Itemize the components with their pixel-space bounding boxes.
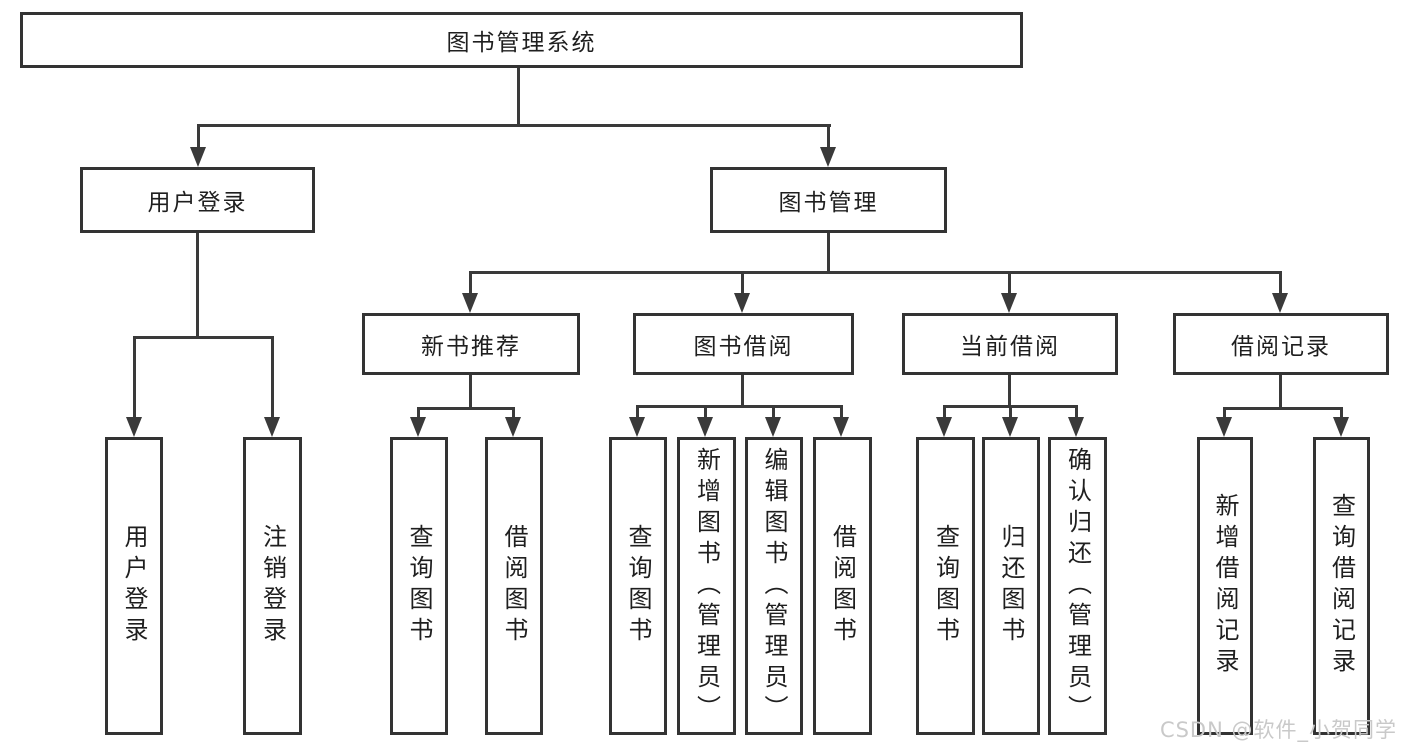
connector-line — [512, 407, 515, 422]
connector-line — [827, 124, 830, 152]
arrowhead-down-icon — [629, 417, 645, 437]
node-book-borrowing: 图书借阅 — [633, 313, 854, 375]
node-borrow-records: 借阅记录 — [1173, 313, 1389, 375]
connector-line — [741, 375, 744, 408]
arrowhead-down-icon — [190, 147, 206, 167]
leaf-query-borrow-record: 查询借阅记录 — [1313, 437, 1370, 735]
leaf-logout: 注销登录 — [243, 437, 302, 735]
csdn-watermark: CSDN @软件_小贺同学 — [1159, 718, 1397, 742]
connector-line — [133, 336, 136, 422]
connector-line — [1075, 405, 1078, 422]
arrowhead-down-icon — [1002, 417, 1018, 437]
node-book-management: 图书管理 — [710, 167, 947, 233]
leaf-return-book: 归还图书 — [982, 437, 1040, 735]
connector-line — [840, 405, 843, 422]
leaf-borrow-books-borrowing: 借阅图书 — [813, 437, 872, 735]
connector-line — [197, 124, 200, 152]
connector-line — [636, 405, 639, 422]
connector-line — [741, 271, 744, 298]
connector-line — [196, 233, 199, 339]
connector-line — [943, 405, 946, 422]
connector-line — [1340, 407, 1343, 422]
node-user-login: 用户登录 — [80, 167, 315, 233]
connector-line — [1279, 375, 1282, 410]
leaf-confirm-return-admin: 确认归还（管理员） — [1048, 437, 1107, 735]
arrowhead-down-icon — [126, 417, 142, 437]
leaf-add-book-admin: 新增图书（管理员） — [677, 437, 736, 735]
leaf-add-borrow-record: 新增借阅记录 — [1197, 437, 1253, 735]
node-current-borrowing: 当前借阅 — [902, 313, 1118, 375]
arrowhead-down-icon — [1216, 417, 1232, 437]
connector-line — [1008, 375, 1011, 408]
connector-line — [827, 233, 830, 274]
connector-line — [417, 407, 515, 410]
leaf-query-books-recommend: 查询图书 — [390, 437, 448, 735]
connector-line — [636, 405, 843, 408]
node-root-library-system: 图书管理系统 — [20, 12, 1023, 68]
leaf-edit-book-admin: 编辑图书（管理员） — [745, 437, 803, 735]
arrowhead-down-icon — [1333, 417, 1349, 437]
arrowhead-down-icon — [734, 293, 750, 313]
leaf-query-books-borrowing: 查询图书 — [609, 437, 667, 735]
connector-line — [417, 407, 420, 422]
node-new-book-recommend: 新书推荐 — [362, 313, 580, 375]
connector-line — [1223, 407, 1342, 410]
connector-line — [772, 405, 775, 422]
arrowhead-down-icon — [1272, 293, 1288, 313]
connector-line — [517, 68, 520, 127]
arrowhead-down-icon — [936, 417, 952, 437]
arrowhead-down-icon — [264, 417, 280, 437]
connector-line — [1223, 407, 1226, 422]
arrowhead-down-icon — [505, 417, 521, 437]
connector-line — [704, 405, 707, 422]
arrowhead-down-icon — [820, 147, 836, 167]
connector-line — [1009, 405, 1012, 422]
connector-line — [469, 271, 472, 298]
connector-line — [469, 271, 1282, 274]
arrowhead-down-icon — [697, 417, 713, 437]
leaf-borrow-books-recommend: 借阅图书 — [485, 437, 543, 735]
leaf-user-login: 用户登录 — [105, 437, 163, 735]
connector-line — [271, 336, 274, 422]
connector-line — [133, 336, 274, 339]
leaf-query-books-current: 查询图书 — [916, 437, 975, 735]
connector-line — [1279, 271, 1282, 298]
arrowhead-down-icon — [765, 417, 781, 437]
arrowhead-down-icon — [1068, 417, 1084, 437]
arrowhead-down-icon — [410, 417, 426, 437]
connector-line — [1008, 271, 1011, 298]
connector-line — [198, 124, 831, 127]
arrowhead-down-icon — [1001, 293, 1017, 313]
arrowhead-down-icon — [462, 293, 478, 313]
connector-line — [469, 375, 472, 410]
arrowhead-down-icon — [833, 417, 849, 437]
